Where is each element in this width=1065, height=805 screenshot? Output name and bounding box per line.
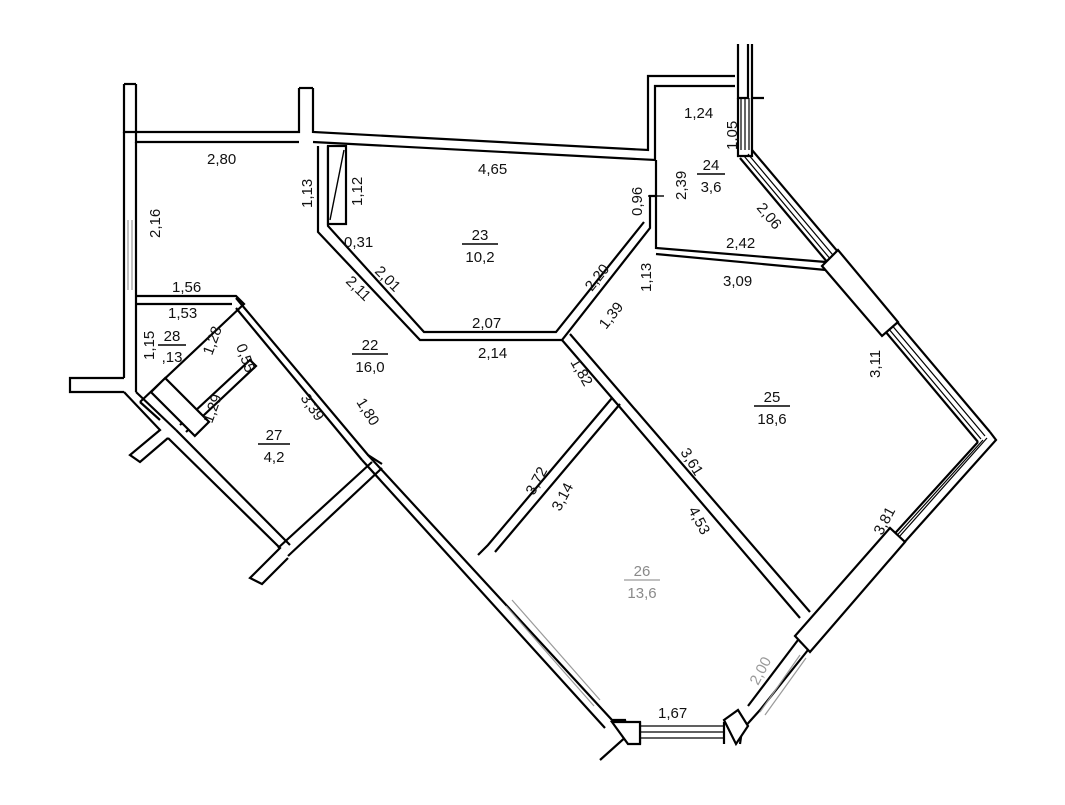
room-23-label: 23 10,2 — [462, 227, 498, 266]
dim-4-65: 4,65 — [478, 161, 507, 178]
room-27-label: 27 4,2 — [258, 427, 290, 466]
room-27-number: 27 — [266, 427, 283, 444]
dim-1-39: 1,39 — [596, 299, 627, 332]
dim-1-13-b: 1,13 — [638, 263, 655, 292]
windows — [127, 98, 988, 744]
dim-1-56: 1,56 — [172, 279, 201, 296]
room-27-area: 4,2 — [264, 449, 285, 466]
dim-2-14: 2,14 — [478, 345, 507, 362]
room-28-number: 28 — [164, 328, 181, 345]
dim-3-72: 3,72 — [523, 464, 552, 498]
room-28-label: 28 ,13 — [158, 328, 186, 366]
dim-2-80: 2,80 — [207, 151, 236, 168]
dim-2-01: 2,01 — [371, 263, 404, 296]
dim-1-05: 1,05 — [724, 121, 741, 150]
room-22-number: 22 — [362, 337, 379, 354]
dim-1-53: 1,53 — [168, 305, 197, 322]
room-26-number: 26 — [634, 563, 651, 580]
room-24-number: 24 — [703, 157, 720, 174]
dim-0-31: 0,31 — [344, 234, 373, 251]
dim-1-28: 1,28 — [200, 324, 226, 357]
room-26-area: 13,6 — [627, 585, 656, 602]
dim-2-00: 2,00 — [747, 654, 776, 688]
room-23-area: 10,2 — [465, 249, 494, 266]
dim-2-42: 2,42 — [726, 235, 755, 252]
dim-3-11: 3,11 — [867, 350, 884, 378]
room-28-area: ,13 — [162, 349, 183, 366]
room-24-area: 3,6 — [701, 179, 722, 196]
dim-1-80: 1,80 — [353, 395, 383, 429]
dim-2-16: 2,16 — [147, 209, 164, 238]
dim-2-11: 2,11 — [342, 273, 374, 305]
dim-1-12: 1,12 — [349, 177, 366, 206]
dim-3-09: 3,09 — [723, 273, 752, 290]
room-labels: 22 16,0 23 10,2 24 3,6 25 18,6 26 13,6 2… — [158, 157, 790, 602]
window-sashes — [609, 248, 907, 747]
room-24-label: 24 3,6 — [697, 157, 725, 196]
dim-2-07: 2,07 — [472, 315, 501, 332]
room-23-number: 23 — [472, 227, 489, 244]
room-25-area: 18,6 — [757, 411, 786, 428]
dim-3-39: 3,39 — [297, 391, 328, 425]
dim-1-29: 1,29 — [200, 392, 226, 425]
room-26-label: 26 13,6 — [624, 563, 660, 602]
room-22-area: 16,0 — [355, 359, 384, 376]
dim-4-53: 4,53 — [684, 504, 713, 538]
dim-0-96: 0,96 — [629, 187, 646, 216]
room-25-number: 25 — [764, 389, 781, 406]
dim-1-13: 1,13 — [299, 179, 316, 208]
walls — [68, 44, 998, 761]
dim-1-24: 1,24 — [684, 105, 713, 122]
dim-0-55: 0,55 — [232, 342, 258, 375]
dim-1-15: 1,15 — [141, 331, 158, 360]
dim-2-39: 2,39 — [673, 171, 690, 200]
room-25-label: 25 18,6 — [754, 389, 790, 428]
room-22-label: 22 16,0 — [352, 337, 388, 376]
dim-1-67: 1,67 — [658, 705, 687, 722]
